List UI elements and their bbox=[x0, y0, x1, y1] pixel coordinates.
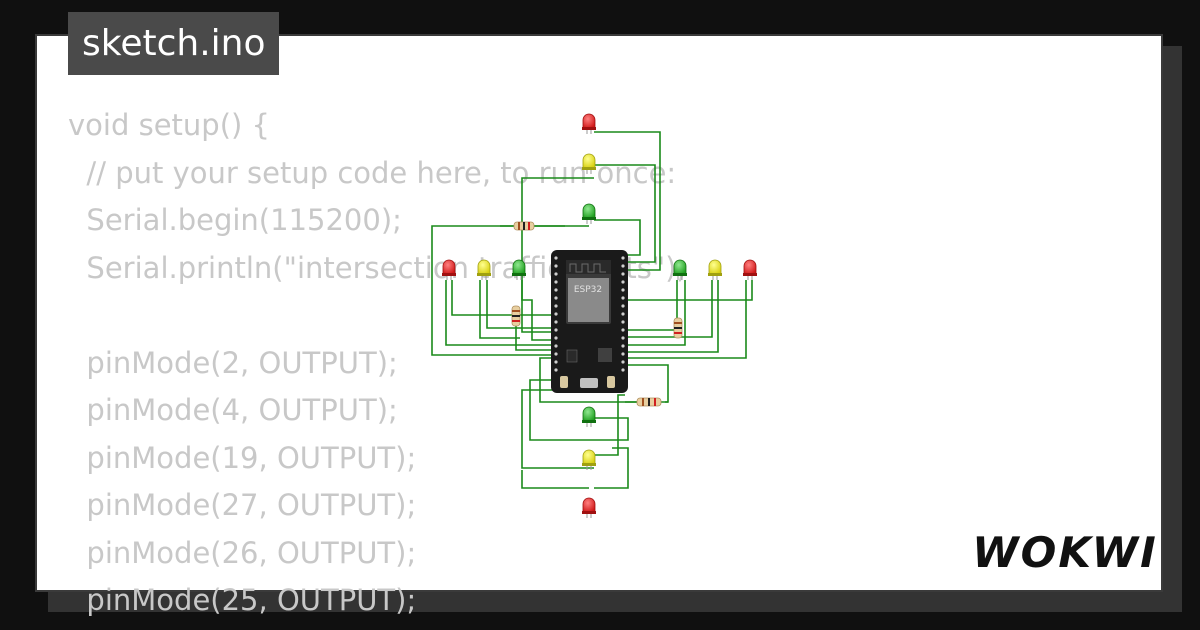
resistor-icon bbox=[500, 221, 565, 231]
resistor-icon bbox=[673, 317, 683, 339]
resistor-icon bbox=[625, 397, 668, 407]
esp32-board-icon: ESP32 bbox=[551, 250, 628, 393]
led-icon bbox=[582, 153, 596, 174]
code-line: pinMode(26, OUTPUT); bbox=[68, 535, 417, 570]
led-icon bbox=[582, 203, 596, 224]
code-line: pinMode(4, OUTPUT); bbox=[68, 393, 398, 427]
board-label: ESP32 bbox=[574, 285, 602, 295]
code-line: Serial.begin(115200); bbox=[68, 203, 402, 237]
led-icon bbox=[673, 259, 687, 280]
leds bbox=[442, 113, 757, 518]
led-icon bbox=[477, 259, 491, 280]
code-line: pinMode(2, OUTPUT); bbox=[68, 345, 398, 380]
code-line: pinMode(19, OUTPUT); bbox=[68, 440, 417, 475]
code-line: pinMode(27, OUTPUT); bbox=[68, 488, 417, 522]
wokwi-logo-text: WOKWI bbox=[972, 528, 1157, 577]
led-icon bbox=[582, 406, 596, 427]
led-icon bbox=[582, 497, 596, 518]
led-icon bbox=[512, 259, 526, 280]
led-icon bbox=[743, 259, 757, 280]
code-line: pinMode(25, OUTPUT); bbox=[68, 583, 417, 617]
resistor-icon bbox=[511, 305, 521, 327]
led-icon bbox=[442, 259, 456, 280]
code-line: // put your setup code here, to run once… bbox=[68, 155, 677, 190]
wires bbox=[431, 131, 753, 489]
code-line: void setup() { bbox=[68, 108, 270, 142]
wokwi-logo-icon: WOKWI bbox=[972, 528, 1157, 577]
led-icon bbox=[708, 259, 722, 280]
led-icon bbox=[582, 113, 596, 134]
code-preview: void setup() { // put your setup code he… bbox=[68, 102, 686, 625]
file-title-tab: sketch.ino bbox=[68, 12, 280, 75]
led-icon bbox=[582, 449, 596, 470]
